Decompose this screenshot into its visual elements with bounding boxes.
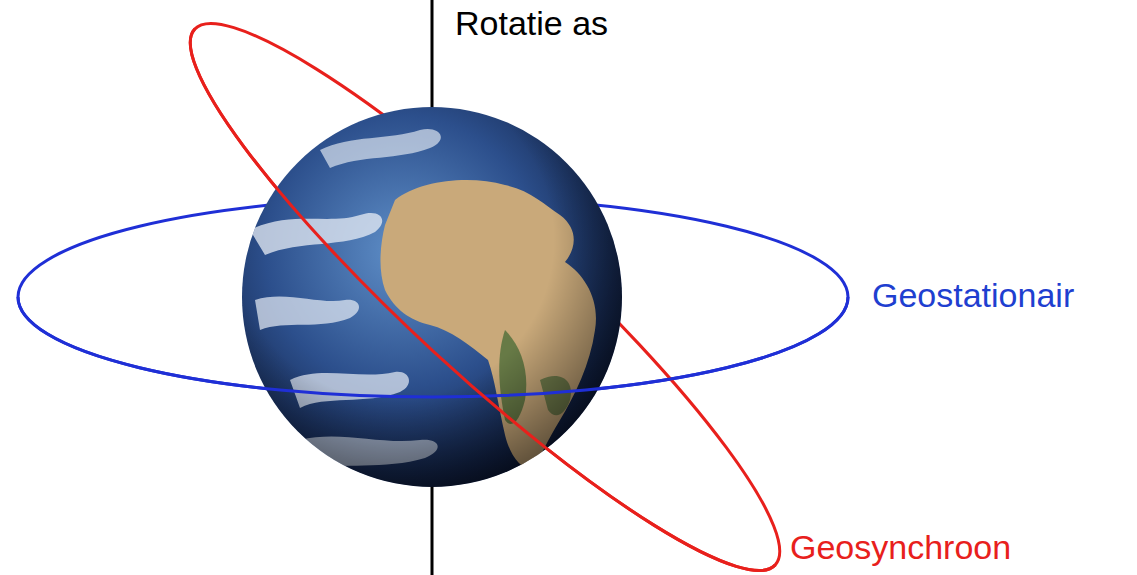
orbit-label: Geosynchroon [790, 528, 1011, 567]
geosynchronous-orbit-front [144, 29, 775, 575]
orbit-label: Geostationair [872, 276, 1074, 315]
geostationary-orbit-front [18, 297, 848, 397]
earth-globe [242, 107, 622, 487]
geosynchronous-orbit [144, 0, 826, 575]
axis-label: Rotatie as [455, 4, 608, 43]
